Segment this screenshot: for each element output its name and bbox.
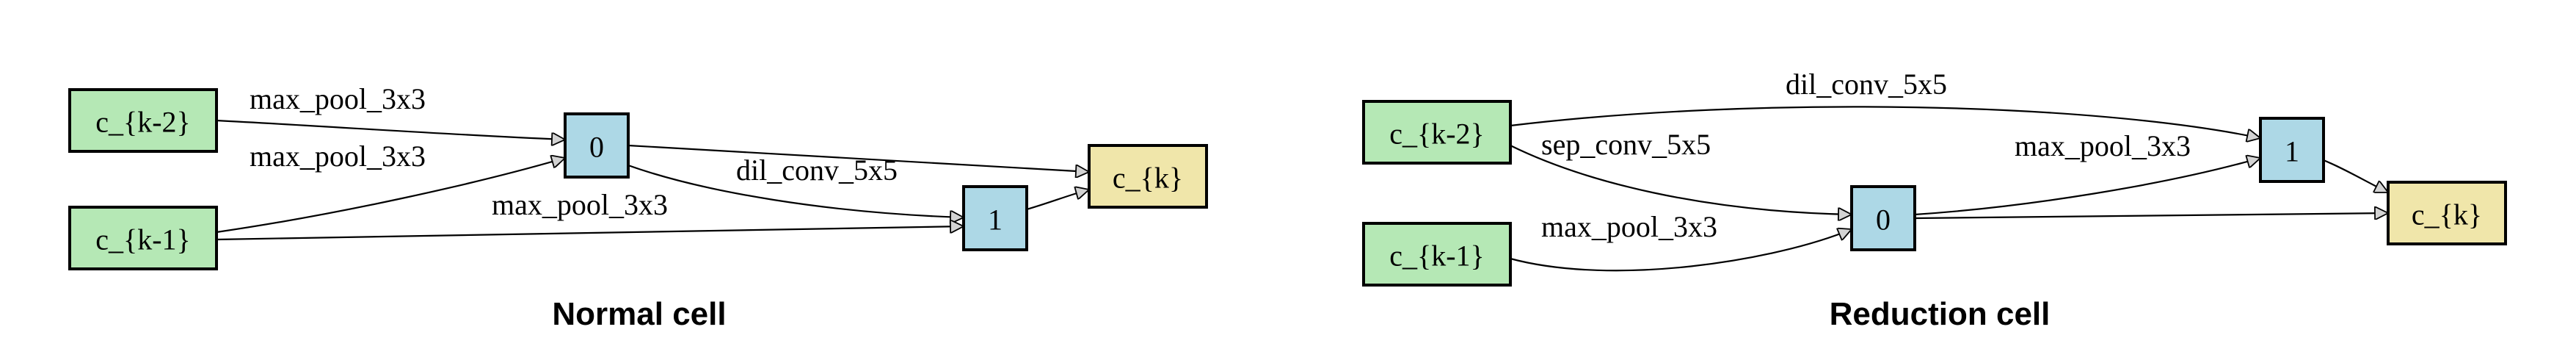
node-box xyxy=(1850,185,1916,251)
cell-reduction: dil_conv_5x5 sep_conv_5x5 max_pool_3x3 max_… xyxy=(1362,68,2507,332)
node-ck1: c_{k-1} xyxy=(68,206,218,270)
node-ck2: c_{k-2} xyxy=(68,88,218,153)
edge-ck2-to-n0 xyxy=(216,119,565,140)
edge-label: max_pool_3x3 xyxy=(492,188,668,221)
edge-label: max_pool_3x3 xyxy=(2015,129,2191,162)
edge-n1-to-ck xyxy=(2323,159,2388,193)
node-label: 1 xyxy=(988,204,1003,237)
node-n0: 0 xyxy=(1850,185,1916,251)
cell-normal: max_pool_3x3 max_pool_3x3 dil_conv_5x5 max_… xyxy=(68,82,1208,332)
edge-ck1-to-n0 xyxy=(216,158,565,234)
edge-n0-to-n1 xyxy=(1914,158,2260,216)
edge-label: max_pool_3x3 xyxy=(250,140,426,173)
node-label: c_{k-1} xyxy=(1389,240,1484,273)
cell-title: Normal cell xyxy=(552,296,726,332)
edge-label: dil_conv_5x5 xyxy=(1786,68,1947,101)
node-n1: 1 xyxy=(962,185,1028,251)
node-label: c_{k} xyxy=(2412,198,2482,231)
node-box xyxy=(962,185,1028,251)
node-ck2: c_{k-2} xyxy=(1362,100,1512,165)
edge-n1-to-ck xyxy=(1026,190,1089,211)
edge-n0-to-ck xyxy=(1914,213,2388,218)
edge-n0-to-ck xyxy=(627,144,1089,172)
cell-title: Reduction cell xyxy=(1830,296,2051,332)
edge-label: max_pool_3x3 xyxy=(250,82,426,115)
edge-label: max_pool_3x3 xyxy=(1541,210,1717,243)
node-n0: 0 xyxy=(564,112,630,179)
node-label: 0 xyxy=(589,131,604,164)
edge-n0-to-n1 xyxy=(627,164,964,217)
edge-label: sep_conv_5x5 xyxy=(1541,128,1711,161)
node-box xyxy=(68,88,218,153)
node-ck: c_{k} xyxy=(1088,144,1208,209)
node-ck: c_{k} xyxy=(2387,181,2507,245)
node-label: 1 xyxy=(2285,135,2299,168)
node-box xyxy=(68,206,218,270)
node-box xyxy=(1362,222,1512,287)
node-label: 0 xyxy=(1876,204,1891,237)
node-box xyxy=(2259,117,2325,183)
node-box xyxy=(2387,181,2507,245)
node-label: c_{k} xyxy=(1113,162,1183,195)
edge-ck1-to-n0 xyxy=(1510,229,1852,272)
node-label: c_{k-2} xyxy=(1389,118,1484,151)
node-label: c_{k-2} xyxy=(95,106,190,139)
edge-label: dil_conv_5x5 xyxy=(736,154,898,187)
node-ck1: c_{k-1} xyxy=(1362,222,1512,287)
edge-ck2-to-n0 xyxy=(1510,145,1852,215)
node-box xyxy=(1362,100,1512,165)
node-label: c_{k-1} xyxy=(95,223,190,256)
edge-ck2-to-n1 xyxy=(1510,106,2260,138)
node-n1: 1 xyxy=(2259,117,2325,183)
edge-ck1-to-n1 xyxy=(216,226,964,241)
node-box xyxy=(1088,144,1208,209)
node-box xyxy=(564,112,630,179)
